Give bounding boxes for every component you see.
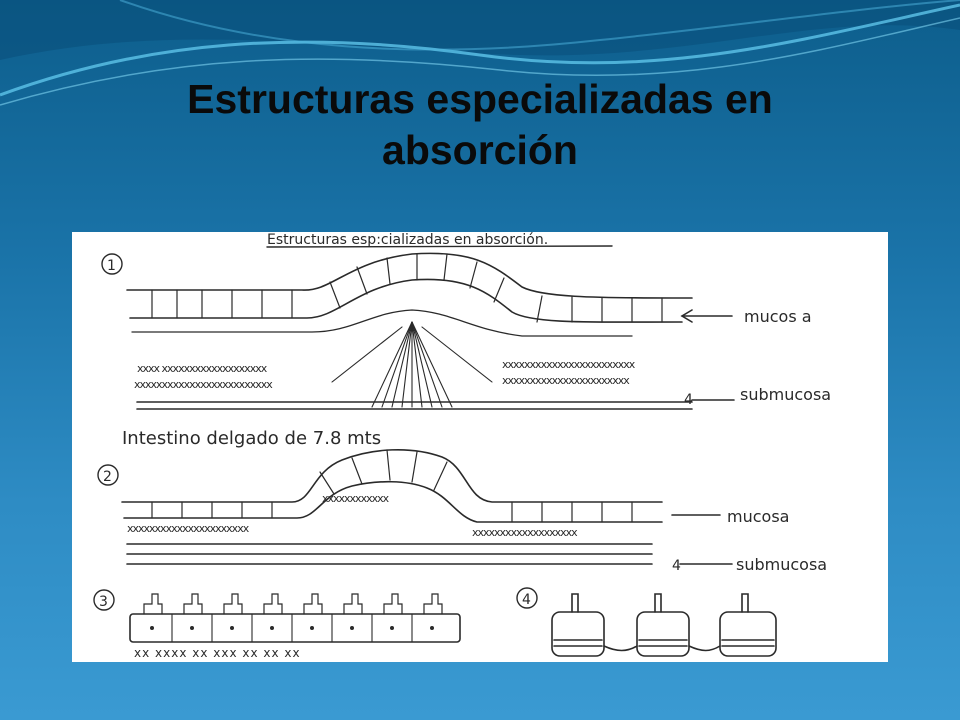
figure-1-fold: 1 — [101, 252, 831, 449]
figure-1-mucosa-label: mucos a — [744, 307, 812, 326]
figure-1-mucosa-boundary — [131, 309, 633, 337]
figure-4-cells: 4 — [516, 587, 777, 657]
figure-1-submucosa-x-band-2: xxxxxxxxxxxxxxxxxxxxxxxxx — [134, 378, 273, 391]
figure-3-villi-projections — [143, 593, 443, 615]
figure-3-number-circle — [93, 589, 115, 611]
figure-1-number: 1 — [107, 258, 116, 274]
slide-title: Estructuras especializadas en absorción — [80, 74, 880, 176]
sketch-canvas: Estructuras esp:cializadas en absorción.… — [93, 232, 831, 660]
figure-2-mucosa-label: mucosa — [727, 507, 789, 526]
header-wave-decoration — [0, 0, 960, 106]
figure-2-number: 2 — [103, 469, 112, 485]
figure-1-submucosa-x-band-3: xxxxxxxxxxxxxxxxxxxxxxxx — [502, 358, 636, 371]
figure-1-vessel-fan — [331, 321, 493, 408]
figure-3-number: 3 — [99, 594, 108, 610]
figure-2-fold: 2 xxxxxxxxxxxxxxxxxxxxxx xxxxxxxxxxxx — [97, 448, 827, 574]
figure-2-x-band-left: xxxxxxxxxxxxxxxxxxxxxx — [127, 522, 250, 535]
figure-2-submucosa-label: submucosa — [736, 555, 827, 574]
figure-1-mucosa-arrowhead — [680, 309, 693, 323]
figure-2-mucosa-outer — [121, 448, 663, 503]
figure-2-submucosa-arrow-mark: 4 — [672, 558, 681, 574]
figure-3-cell-dividers — [171, 613, 413, 643]
figure-1-submucosa-x-band-1: xxxx xxxxxxxxxxxxxxxxxxx — [137, 362, 268, 375]
sketch-header-underline — [266, 245, 613, 248]
figure-3-epithelium — [129, 613, 461, 643]
figure-1-mucosa-inner — [129, 278, 683, 323]
figure-1-submucosa-arrow-mark: 4 — [684, 392, 693, 408]
figure-1-caption: Intestino delgado de 7.8 mts — [122, 428, 381, 449]
figure-1-submucosa-label: submucosa — [740, 385, 831, 404]
figure-1-mucosa-outer — [126, 252, 693, 299]
figure-2-mucosa-cells — [151, 449, 633, 523]
figure-4-cell-3 — [719, 593, 777, 657]
figure-2-x-band-fold: xxxxxxxxxxxx — [322, 492, 390, 505]
figure-2-number-circle — [97, 464, 119, 486]
figure-3-villi: 3 — [93, 589, 461, 660]
figure-1-mucosa-cells — [151, 253, 663, 323]
figure-4-connector-1 — [603, 645, 638, 652]
figure-4-cell-2 — [636, 593, 690, 657]
figure-1-submucosa-x-band-4: xxxxxxxxxxxxxxxxxxxxxxx — [502, 374, 630, 387]
figure-4-number: 4 — [522, 592, 531, 608]
figure-2-x-band-right: xxxxxxxxxxxxxxxxxxx — [472, 526, 578, 539]
absorption-structures-sketch: Estructuras esp:cializadas en absorción.… — [72, 232, 888, 662]
figure-3-x-band: xx xxxx xx xxx xx xx xx — [134, 646, 301, 660]
figure-3-cell-nuclei — [150, 626, 434, 630]
figure-4-number-circle — [516, 587, 538, 609]
figure-4-cell-1 — [551, 593, 605, 657]
slide-title-line-1: Estructuras especializadas en — [187, 76, 773, 122]
slide-title-line-2: absorción — [382, 127, 578, 173]
figure-2-mucosa-inner — [123, 480, 663, 523]
figure-4-connector-2 — [688, 645, 721, 652]
figure-1-number-circle — [101, 253, 123, 275]
sketch-header: Estructuras esp:cializadas en absorción. — [267, 232, 548, 248]
